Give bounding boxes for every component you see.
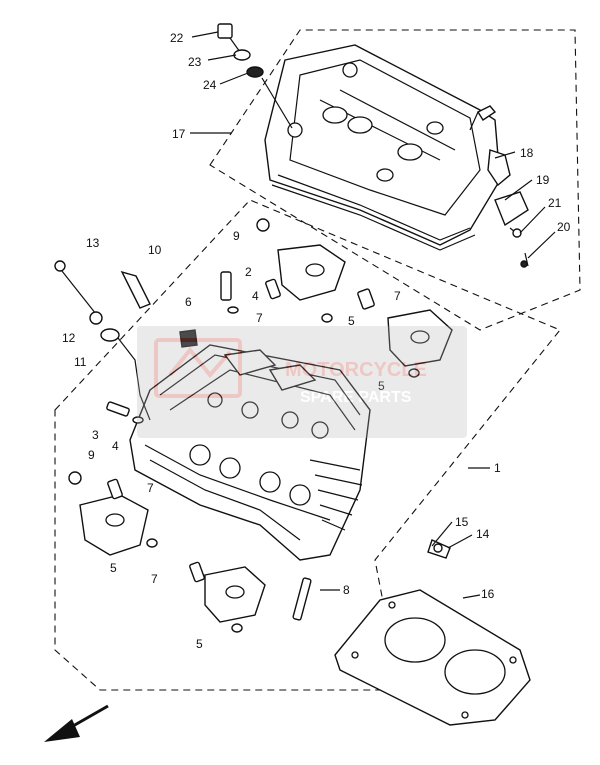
valve-cover [264,44,501,251]
callout-7c: 7 [147,481,154,495]
callout-6: 6 [185,295,192,309]
camshaft-caps [79,244,453,623]
callout-10: 10 [148,243,162,257]
cylinder-head [129,344,371,561]
watermark: MOTORCYCLE SPARE PARTS [137,326,467,438]
callout-5c: 5 [110,561,117,575]
callout-12: 12 [62,331,76,345]
callout-1: 1 [494,461,501,475]
callout-22: 22 [170,31,184,45]
callout-5d: 5 [196,637,203,651]
valve-cover-group-boundary [209,29,581,331]
callout-4a: 4 [252,289,259,303]
leader-lines [190,31,556,599]
callout-7d: 7 [151,572,158,586]
callout-13: 13 [86,236,100,250]
watermark-brand-line2: SPARE PARTS [300,389,412,406]
callout-19: 19 [536,173,550,187]
callout-4b: 4 [112,439,119,453]
callout-24: 24 [203,78,217,92]
callout-17: 17 [172,127,186,141]
callout-9b: 9 [88,448,95,462]
callout-21: 21 [548,196,562,210]
head-gasket [334,589,531,726]
callout-labels: 1 2 3 4 4 5 5 5 5 6 7 7 7 7 8 9 9 10 11 … [62,31,571,651]
callout-16: 16 [481,587,495,601]
callout-8: 8 [343,583,350,597]
callout-18: 18 [520,146,534,160]
callout-20: 20 [557,220,571,234]
callout-23: 23 [188,55,202,69]
cover-seal-parts [487,149,529,268]
arrow-down-left-icon [44,704,109,742]
callout-11: 11 [74,355,87,369]
callout-9a: 9 [233,229,240,243]
callout-5a: 5 [348,314,355,328]
callout-3: 3 [92,428,99,442]
watermark-brand-line1: MOTORCYCLE [285,359,427,381]
callout-2: 2 [245,265,252,279]
callout-14: 14 [476,527,490,541]
callout-15: 15 [455,515,469,529]
small-hardware [54,218,451,633]
callout-7a: 7 [256,311,263,325]
callout-7b: 7 [394,289,401,303]
callout-5b: 5 [378,379,385,393]
